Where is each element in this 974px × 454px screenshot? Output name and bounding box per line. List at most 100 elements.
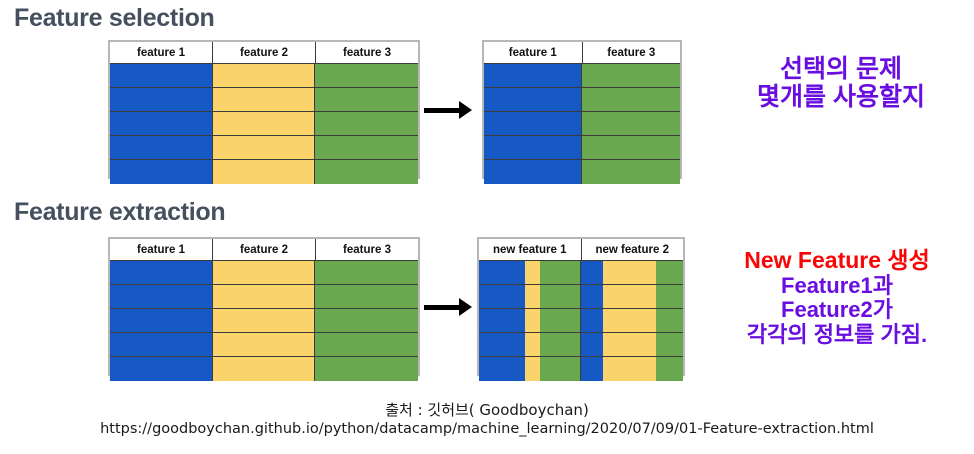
annotation-line: New Feature 생성 xyxy=(744,247,930,273)
stripe-blue xyxy=(580,309,604,332)
stripe-blue xyxy=(479,309,525,332)
cell-feature-1 xyxy=(484,112,582,135)
caption-url: https://goodboychan.github.io/python/dat… xyxy=(100,421,874,437)
table-row xyxy=(484,160,680,184)
feature-selection-source-table: feature 1 feature 2 feature 3 xyxy=(108,40,420,184)
stripe-green xyxy=(540,285,581,308)
cell-feature-3 xyxy=(315,261,418,284)
table-row xyxy=(110,309,418,333)
cell-feature-2 xyxy=(212,261,316,284)
stripe-blue xyxy=(580,285,604,308)
arrow-head xyxy=(459,298,472,316)
stripe-yellow xyxy=(524,285,541,308)
table-body xyxy=(110,64,418,184)
annotation-line: 각각의 정보를 가짐. xyxy=(746,322,928,347)
section-title-feature-extraction: Feature extraction xyxy=(14,198,226,226)
stripe-green xyxy=(656,357,683,381)
annotation-line: Feature1과 xyxy=(781,272,893,298)
stripe-yellow xyxy=(603,285,657,308)
stripe-yellow xyxy=(524,261,541,284)
cell-feature-1 xyxy=(484,136,582,159)
stripe-green xyxy=(540,333,581,356)
arrow-right-icon xyxy=(424,101,472,119)
cell-feature-1 xyxy=(484,88,582,111)
table-row xyxy=(484,136,680,160)
cell-feature-2 xyxy=(212,88,316,111)
column-header-feature-2: feature 2 xyxy=(213,239,316,260)
cell-feature-3 xyxy=(315,333,418,356)
cell-feature-1 xyxy=(110,309,213,332)
stripe-yellow xyxy=(524,309,541,332)
table-body xyxy=(110,261,418,381)
table-row xyxy=(479,261,683,285)
table-row xyxy=(110,112,418,136)
stripe-green xyxy=(656,261,683,284)
table-header-row: feature 1 feature 2 feature 3 xyxy=(110,239,418,261)
column-header-feature-3: feature 3 xyxy=(582,42,680,63)
annotation-line: 몇개를 사용할지 xyxy=(757,83,925,111)
table-row xyxy=(479,357,683,381)
table-row xyxy=(479,285,683,309)
stripe-yellow xyxy=(524,333,541,356)
cell-feature-1 xyxy=(110,160,213,184)
arrow-shaft xyxy=(424,107,459,113)
column-header-feature-1: feature 1 xyxy=(110,42,213,63)
table-row xyxy=(110,333,418,357)
column-header-feature-1: feature 1 xyxy=(484,42,583,63)
stripe-yellow xyxy=(603,309,657,332)
cell-feature-3 xyxy=(315,285,418,308)
cell-feature-2 xyxy=(212,309,316,332)
cell-feature-3 xyxy=(315,136,418,159)
cell-feature-2 xyxy=(212,357,316,381)
table-body xyxy=(479,261,683,381)
cell-feature-3 xyxy=(315,64,418,87)
section-title-feature-selection: Feature selection xyxy=(14,4,215,32)
table-header-row: new feature 1 new feature 2 xyxy=(479,239,683,261)
cell-feature-1 xyxy=(110,333,213,356)
annotation-line: Feature2가 xyxy=(781,297,893,323)
table-row xyxy=(110,261,418,285)
column-header-feature-1: feature 1 xyxy=(110,239,213,260)
stripe-green xyxy=(540,261,581,284)
feature-extraction-source-table: feature 1 feature 2 feature 3 xyxy=(108,237,420,381)
cell-feature-1 xyxy=(484,160,582,184)
stripe-blue xyxy=(479,333,525,356)
cell-feature-3 xyxy=(315,160,418,184)
stripe-green xyxy=(656,309,683,332)
cell-feature-1 xyxy=(110,357,213,381)
cell-feature-1 xyxy=(110,261,213,284)
cell-feature-2 xyxy=(212,64,316,87)
cell-feature-3 xyxy=(582,64,680,87)
cell-feature-3 xyxy=(582,88,680,111)
caption-source: 출처 : 깃허브( Goodboychan) xyxy=(385,401,589,419)
stripe-blue xyxy=(580,261,604,284)
stripe-yellow xyxy=(603,333,657,356)
cell-feature-1 xyxy=(110,285,213,308)
stripe-blue xyxy=(580,357,604,381)
cell-feature-1 xyxy=(110,88,213,111)
cell-feature-2 xyxy=(212,160,316,184)
feature-extraction-result-table: new feature 1 new feature 2 xyxy=(477,237,685,381)
feature-selection-result-table: feature 1 feature 3 xyxy=(482,40,682,184)
column-header-feature-3: feature 3 xyxy=(316,239,418,260)
cell-feature-3 xyxy=(315,88,418,111)
stripe-yellow xyxy=(603,357,657,381)
stripe-blue xyxy=(479,261,525,284)
arrow-shaft xyxy=(424,304,459,310)
stripe-yellow xyxy=(603,261,657,284)
cell-feature-3 xyxy=(315,309,418,332)
table-row xyxy=(110,136,418,160)
table-row xyxy=(484,88,680,112)
annotation-line: 선택의 문제 xyxy=(780,55,902,83)
cell-feature-3 xyxy=(582,136,680,159)
table-row xyxy=(484,64,680,88)
table-body xyxy=(484,64,680,184)
cell-feature-3 xyxy=(315,357,418,381)
table-row xyxy=(110,88,418,112)
stripe-yellow xyxy=(524,357,541,381)
table-header-row: feature 1 feature 2 feature 3 xyxy=(110,42,418,64)
cell-feature-1 xyxy=(110,136,213,159)
arrow-right-icon xyxy=(424,298,472,316)
cell-feature-1 xyxy=(110,64,213,87)
annotation-feature-selection: 선택의 문제 몇개를 사용할지 xyxy=(712,55,970,111)
